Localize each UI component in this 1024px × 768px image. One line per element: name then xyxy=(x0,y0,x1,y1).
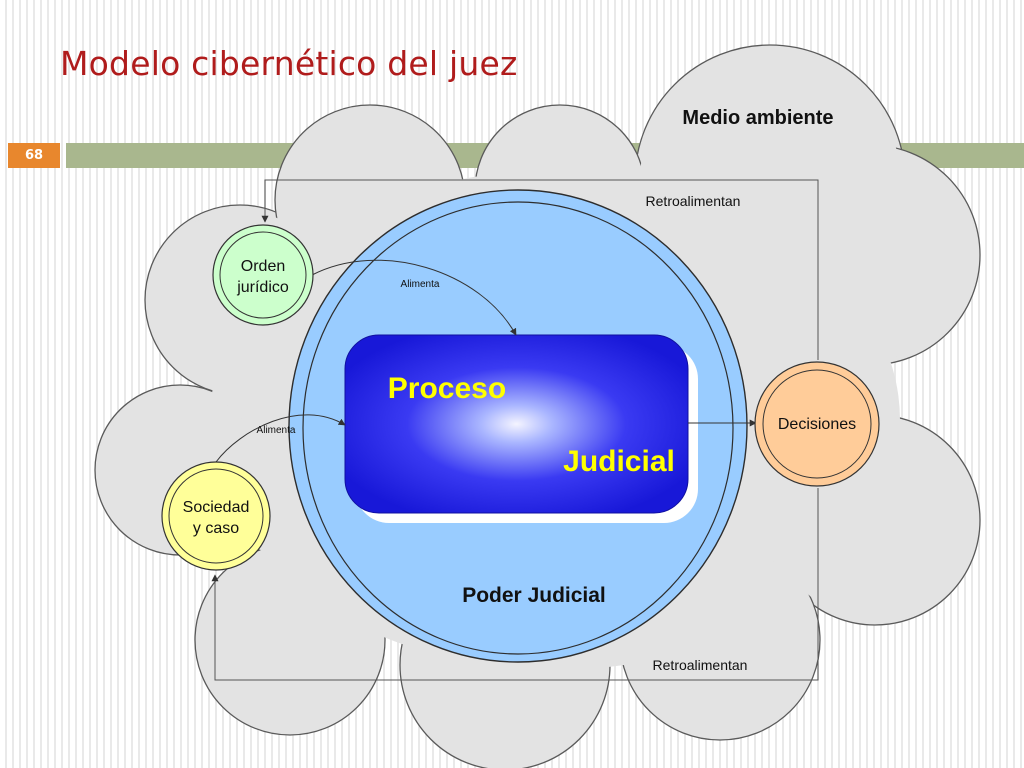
proceso-judicial-box xyxy=(344,334,698,523)
environment-label: Medio ambiente xyxy=(682,107,833,129)
orden-label: Orden xyxy=(241,258,285,275)
alimenta-arrow-top xyxy=(311,259,517,336)
judicial-label: Judicial xyxy=(563,445,675,478)
sociedad-label: Sociedad xyxy=(183,499,250,516)
poder-judicial-label: Poder Judicial xyxy=(462,584,606,607)
alimenta-arrow-left xyxy=(215,414,346,463)
decisiones-label: Decisiones xyxy=(778,416,856,433)
decisiones-node xyxy=(754,361,880,487)
feedback-arrow-bottom xyxy=(211,488,819,681)
proceso-label: Proceso xyxy=(388,372,506,405)
orden-juridico-node xyxy=(212,224,314,326)
page-number: 68 xyxy=(8,143,60,168)
retroalimentan-top-label: Retroalimentan xyxy=(646,193,741,209)
juridico-label: jurídico xyxy=(236,279,289,296)
y-caso-label: y caso xyxy=(193,520,239,537)
alimenta-top-label: Alimenta xyxy=(401,279,440,290)
alimenta-left-label: Alimenta xyxy=(257,425,296,436)
sociedad-caso-node xyxy=(161,461,271,571)
retroalimentan-bottom-label: Retroalimentan xyxy=(653,657,748,673)
slide-title: Modelo cibernético del juez xyxy=(60,44,518,83)
feedback-arrow-top xyxy=(261,179,819,360)
